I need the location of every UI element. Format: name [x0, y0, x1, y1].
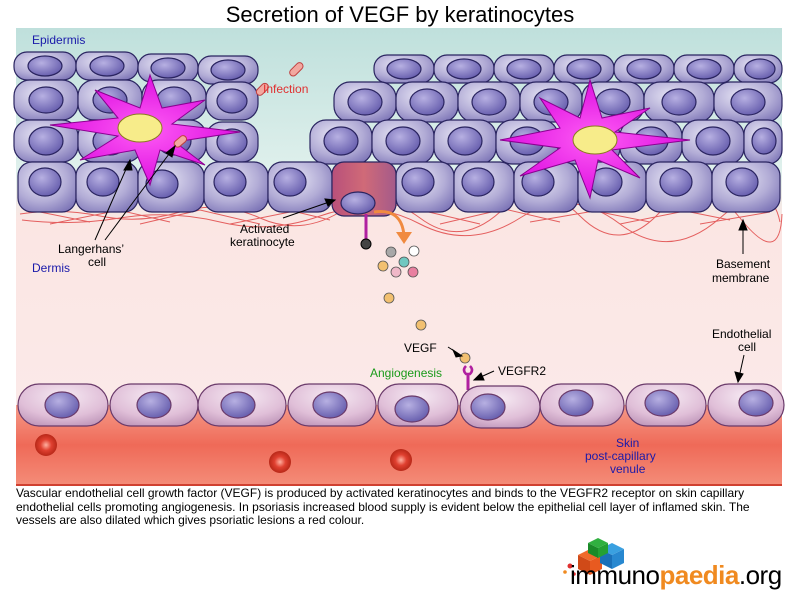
vegfr2-receptor — [462, 365, 474, 390]
label-dermis: Dermis — [32, 261, 70, 275]
epidermis-basal-row — [17, 161, 781, 213]
label-langerhans-line2: cell — [88, 255, 107, 269]
logo-part-org: .org — [738, 560, 782, 590]
label-activated-line2: keratinocyte — [230, 235, 295, 249]
logo-icon — [563, 538, 624, 576]
label-skin-line2: post-capillary — [585, 449, 656, 463]
basement-membrane — [19, 190, 783, 243]
label-skin-line3: venule — [610, 462, 646, 476]
langerhans-cell-left — [49, 73, 241, 187]
logo-text: immunopaedia.org — [570, 560, 782, 591]
keratinocyte-receptor — [360, 214, 372, 250]
activated-keratinocyte — [331, 161, 397, 217]
label-basement-line2: membrane — [712, 271, 770, 285]
cytokine-particles — [377, 245, 471, 364]
label-skin-line1: Skin — [616, 436, 640, 450]
langerhans-cell-right — [499, 78, 691, 200]
endothelial-layer — [17, 383, 785, 429]
page-title: Secretion of VEGF by keratinocytes — [225, 2, 575, 27]
secretion-arrow — [373, 210, 412, 244]
label-basement-line1: Basement — [716, 257, 771, 271]
caption-text: Vascular endothelial cell growth factor … — [16, 486, 750, 527]
bacteria-icon — [173, 62, 304, 148]
label-angiogenesis: Angiogenesis — [370, 366, 443, 380]
label-endothelial-line1: Endothelial — [712, 327, 772, 341]
label-activated-line1: Activated — [240, 222, 290, 236]
logo-part-immuno: immuno — [570, 560, 660, 590]
label-vegfr2: VEGFR2 — [498, 364, 547, 378]
logo-part-paedia: paedia — [659, 560, 739, 590]
label-langerhans-line1: Langerhans’ — [58, 242, 125, 256]
label-endothelial-line2: cell — [738, 340, 757, 354]
label-epidermis: Epidermis — [32, 33, 86, 47]
red-blood-cells — [35, 434, 412, 473]
label-vegf: VEGF — [404, 341, 437, 355]
pointer-lines — [94, 144, 748, 384]
label-infection: Infection — [263, 82, 309, 96]
epidermis-row-1 — [13, 51, 783, 85]
